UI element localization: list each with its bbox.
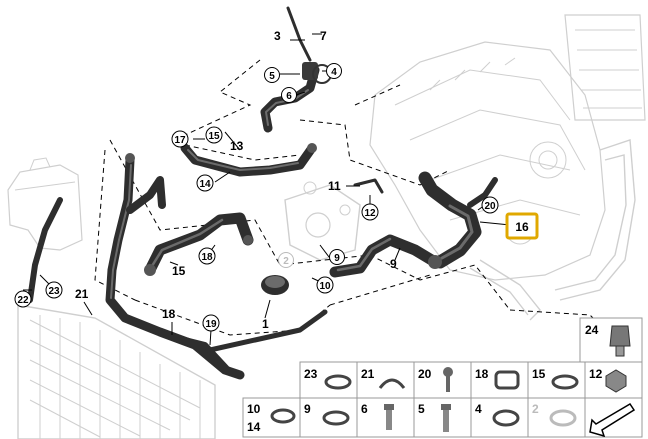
right-pipes bbox=[469, 139, 636, 321]
parts-grid-cell-6: 6 bbox=[356, 397, 415, 438]
callout-10: 10 bbox=[316, 276, 334, 294]
callout-18b: 18 bbox=[198, 247, 216, 265]
view-direction-arrow-icon bbox=[584, 397, 643, 438]
callout-5: 5 bbox=[264, 67, 280, 83]
svg-text:9: 9 bbox=[334, 253, 340, 264]
svg-text:17: 17 bbox=[174, 135, 186, 146]
engine-block bbox=[369, 41, 606, 281]
svg-text:23: 23 bbox=[48, 286, 60, 297]
callout-23: 22 bbox=[14, 290, 32, 308]
svg-text:5: 5 bbox=[418, 402, 425, 416]
parts-grid: 24 23 21 20 18 bbox=[242, 317, 643, 438]
parts-grid-row-2: 10 14 9 6 5 4 bbox=[242, 397, 643, 438]
svg-text:15: 15 bbox=[532, 367, 546, 381]
assembly-dashed-outline bbox=[94, 59, 596, 336]
svg-text:6: 6 bbox=[361, 402, 368, 416]
svg-text:22: 22 bbox=[17, 295, 29, 306]
svg-text:12: 12 bbox=[364, 208, 376, 219]
callout-4: 4 bbox=[326, 63, 342, 79]
parts-grid-cell-20: 20 bbox=[413, 361, 472, 399]
callout-7: 7 bbox=[320, 29, 327, 43]
parts-grid-cell-15: 15 bbox=[527, 361, 586, 399]
svg-text:9: 9 bbox=[304, 402, 311, 416]
svg-text:10: 10 bbox=[247, 402, 261, 416]
svg-text:14: 14 bbox=[199, 179, 211, 190]
callout-22: 21 bbox=[75, 287, 89, 301]
parts-grid-cell-2: 2 bbox=[527, 397, 586, 438]
upper-right-radiator bbox=[564, 14, 646, 121]
parts-grid-cell-23: 23 bbox=[299, 361, 358, 399]
expansion-tank bbox=[7, 157, 83, 251]
parts-grid-cell-4: 4 bbox=[470, 397, 529, 438]
svg-text:5: 5 bbox=[269, 71, 275, 82]
callout-17: 15 bbox=[172, 264, 186, 278]
parts-grid-cell-12: 12 bbox=[584, 361, 643, 399]
thermostat-housing bbox=[284, 181, 361, 261]
callout-3: 3 bbox=[274, 29, 281, 43]
svg-text:18: 18 bbox=[475, 367, 489, 381]
callout-9: 9 bbox=[329, 249, 345, 265]
callout-24: 23 bbox=[45, 281, 63, 299]
callout-2: 2 bbox=[278, 252, 294, 268]
parts-grid-cell-18: 18 bbox=[470, 361, 529, 399]
svg-text:2: 2 bbox=[532, 402, 539, 416]
callout-18a: 17 bbox=[171, 130, 189, 148]
parts-grid-cell-21: 21 bbox=[356, 361, 415, 399]
svg-text:24: 24 bbox=[585, 323, 599, 337]
parts-grid-cell-24: 24 bbox=[579, 317, 643, 363]
svg-text:19: 19 bbox=[205, 319, 217, 330]
svg-text:14: 14 bbox=[247, 420, 261, 434]
svg-text:23: 23 bbox=[304, 367, 318, 381]
svg-text:20: 20 bbox=[418, 367, 432, 381]
callout-20: 19 bbox=[202, 314, 220, 332]
callout-8: 9 bbox=[390, 257, 397, 271]
parts-grid-cell-9: 9 bbox=[299, 397, 358, 438]
callout-19: 18 bbox=[162, 307, 176, 321]
svg-text:12: 12 bbox=[589, 367, 603, 381]
svg-text:6: 6 bbox=[286, 91, 292, 102]
svg-text:2: 2 bbox=[283, 256, 289, 267]
svg-text:16: 16 bbox=[515, 220, 529, 234]
svg-text:10: 10 bbox=[319, 281, 331, 292]
callout-11: 11 bbox=[328, 179, 341, 193]
callout-12: 12 bbox=[361, 203, 379, 221]
svg-text:21: 21 bbox=[361, 367, 375, 381]
svg-text:20: 20 bbox=[484, 201, 496, 212]
svg-text:4: 4 bbox=[475, 402, 482, 416]
svg-text:18: 18 bbox=[201, 252, 213, 263]
callout-16: 16 bbox=[505, 212, 539, 240]
callout-15: 15 bbox=[205, 126, 223, 144]
callout-21: 20 bbox=[481, 196, 499, 214]
callout-14: 14 bbox=[196, 174, 214, 192]
parts-grid-row-1: 23 21 20 18 15 bbox=[299, 361, 643, 399]
parts-grid-cell-5: 5 bbox=[413, 397, 472, 438]
main-radiator bbox=[17, 304, 216, 439]
callout-1: 1 bbox=[262, 317, 269, 331]
parts-grid-cell-10-14: 10 14 bbox=[242, 397, 301, 438]
callout-13: 13 bbox=[230, 139, 244, 153]
callout-6: 6 bbox=[281, 87, 297, 103]
svg-text:4: 4 bbox=[331, 67, 337, 78]
hoses bbox=[27, 6, 498, 380]
svg-text:15: 15 bbox=[208, 131, 220, 142]
